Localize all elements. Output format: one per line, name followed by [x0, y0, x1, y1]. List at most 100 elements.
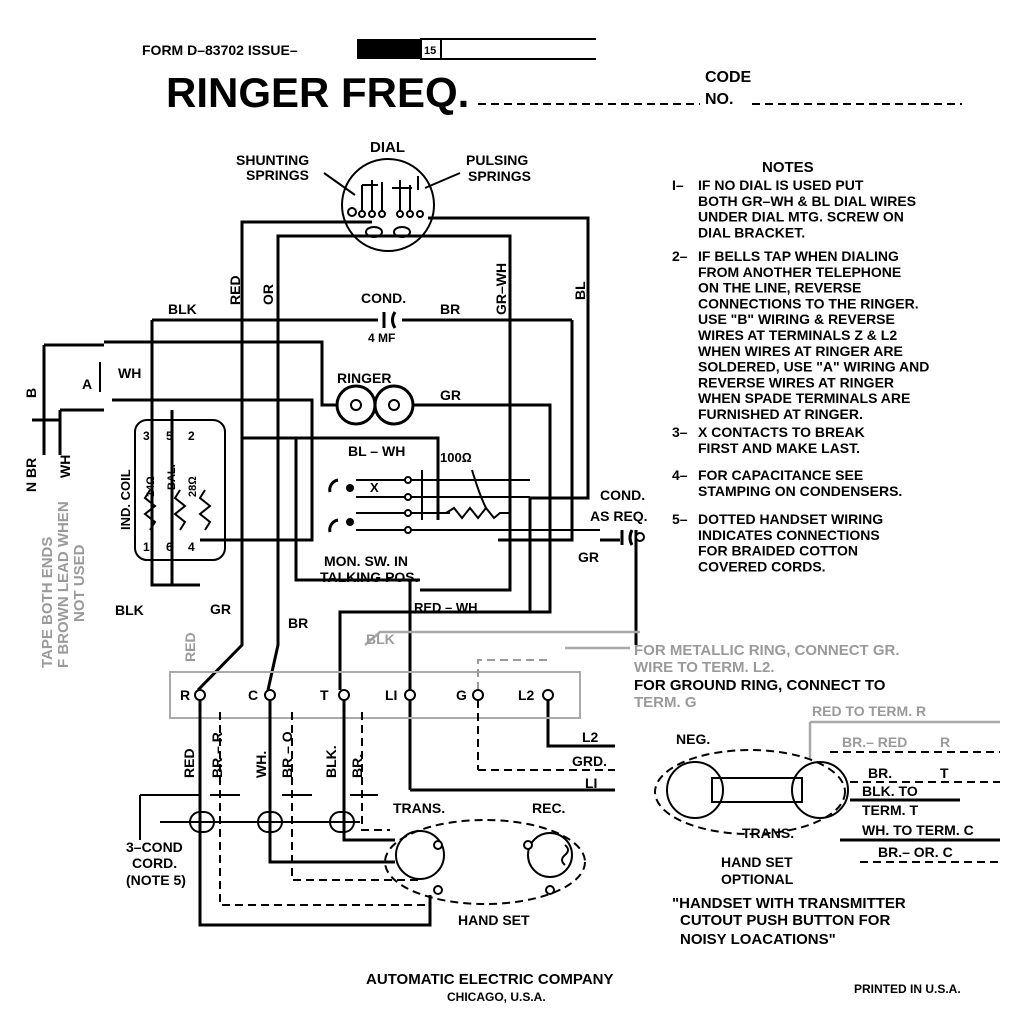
note-number: I– — [672, 177, 684, 193]
terminal-r: R — [180, 687, 190, 703]
note-line: REVERSE WIRES AT RINGER — [698, 374, 894, 390]
shunting-label-2: SPRINGS — [246, 167, 309, 183]
note-line: IF BELLS TAP WHEN DIALING — [698, 248, 899, 264]
dial-label: DIAL — [370, 139, 405, 156]
cond-as-req-2: AS REQ. — [590, 508, 648, 524]
cord-handset: RED BR – R WH. BR – O BLK. BR. 3–COND CO… — [126, 700, 586, 928]
company-city: CHICAGO, U.S.A. — [447, 990, 546, 1004]
opt-br-red-term: R — [940, 734, 950, 750]
label-blk: BLK — [168, 301, 197, 317]
opt-red: RED TO TERM. R — [812, 703, 926, 719]
label-bl-wh: BL – WH — [348, 443, 405, 459]
note-line: DIAL BRACKET. — [698, 224, 805, 240]
x-contact-label: X — [370, 480, 379, 495]
label-blk-left: BLK — [115, 602, 144, 618]
opt-br-red: BR.– RED — [842, 734, 907, 750]
cord-wh: WH. — [253, 751, 269, 778]
main-wiring — [32, 216, 638, 792]
opt-neg: NEG. — [676, 731, 710, 747]
note-line: FROM ANOTHER TELEPHONE — [698, 264, 901, 280]
cond-label: COND. — [361, 290, 406, 306]
left-labels: A WH B N BR WH TAPE BOTH ENDS F BROWN LE… — [23, 365, 395, 668]
pulsing-label-2: SPRINGS — [468, 168, 531, 184]
coil-term-3: 3 — [143, 429, 150, 443]
opt-term-t: TERM. T — [862, 802, 918, 818]
mon-sw-2: TALKING POS. — [320, 569, 419, 585]
cord-note-1: 3–COND — [126, 839, 183, 855]
label-blk-gray: BLK — [366, 631, 395, 647]
mon-sw-1: MON. SW. IN — [324, 553, 408, 569]
monitor-switch: 100Ω X MON. SW. IN TALKING POS. COND. AS… — [320, 450, 648, 585]
condenser-ringer: COND. 4 MF RINGER — [335, 290, 415, 426]
tape-note-1: TAPE BOTH ENDS — [39, 537, 56, 668]
transmitter — [395, 830, 445, 880]
ground-note-1: FOR GROUND RING, CONNECT TO — [634, 677, 886, 694]
form-number: FORM D–83702 ISSUE– — [142, 42, 298, 58]
label-or: OR — [260, 284, 276, 305]
opt-quote-2: CUTOUT PUSH BUTTON FOR — [680, 912, 890, 929]
note-line: ON THE LINE, REVERSE — [698, 280, 861, 296]
line-l2: L2 — [582, 729, 599, 745]
label-red: RED — [227, 275, 243, 305]
opt-label-2: OPTIONAL — [721, 871, 794, 887]
footer: AUTOMATIC ELECTRIC COMPANY CHICAGO, U.S.… — [366, 971, 961, 1004]
cord-note-3: (NOTE 5) — [126, 872, 186, 888]
label-gr-mid: GR — [210, 601, 231, 617]
label-red-gray: RED — [182, 632, 198, 662]
handset-rec: REC. — [532, 800, 565, 816]
note-line: FIRST AND MAKE LAST. — [698, 440, 860, 456]
label-br-mid: BR — [288, 615, 308, 631]
note-number: 5– — [672, 511, 688, 527]
page-title: RINGER FREQ. — [166, 69, 469, 116]
opt-quote-1: "HANDSET WITH TRANSMITTER — [672, 895, 906, 912]
form-header: FORM D–83702 ISSUE– 15 RINGER FREQ. CODE… — [142, 38, 962, 116]
cord-red: RED — [181, 748, 197, 778]
resistor-label: 100Ω — [440, 450, 472, 465]
metallic-note-2: WIRE TO TERM. L2. — [634, 659, 775, 676]
printed-label: PRINTED IN U.S.A. — [854, 982, 961, 996]
handset-trans: TRANS. — [393, 800, 445, 816]
note-line: X CONTACTS TO BREAK — [698, 424, 865, 440]
shunting-label-1: SHUNTING — [236, 152, 309, 168]
label-a: A — [82, 376, 92, 392]
label-wh: WH — [118, 365, 141, 381]
notes-title: NOTES — [762, 159, 814, 176]
coil-term-4: 4 — [188, 540, 195, 554]
ind-coil-label: IND. COIL — [118, 469, 133, 530]
line-labels: L2 GRD. LI — [477, 700, 615, 791]
line-l1: LI — [585, 775, 597, 791]
label-gr-wh: GR–WH — [493, 263, 509, 315]
label-bl: BL — [572, 281, 588, 300]
ringer-label: RINGER — [337, 370, 391, 386]
coil-28: 28Ω — [187, 476, 199, 497]
ringer-bell-right — [373, 384, 415, 426]
ring-notes: FOR METALLIC RING, CONNECT GR. WIRE TO T… — [634, 642, 900, 711]
company-name: AUTOMATIC ELECTRIC COMPANY — [366, 971, 614, 988]
terminal-strip — [169, 671, 581, 719]
label-gr-cond: GR — [578, 549, 599, 565]
terminal-t: T — [320, 687, 329, 703]
handset-label: HAND SET — [458, 912, 530, 928]
note-line: COVERED CORDS. — [698, 558, 826, 574]
note-line: UNDER DIAL MTG. SCREW ON — [698, 209, 904, 225]
issue-box — [420, 38, 442, 60]
label-red-wh: RED – WH — [414, 600, 478, 615]
note-line: USE "B" WIRING & REVERSE — [698, 311, 895, 327]
terminal-g: G — [456, 687, 467, 703]
opt-label-1: HAND SET — [721, 854, 793, 870]
dial-circle — [341, 158, 435, 252]
optional-handset: NEG. TRANS. HAND SET OPTIONAL RED TO TER… — [654, 703, 1000, 948]
cond-as-req-1: COND. — [600, 487, 645, 503]
note-number: 3– — [672, 424, 688, 440]
opt-trans: TRANS. — [742, 825, 794, 841]
note-line: FURNISHED AT RINGER. — [698, 406, 863, 422]
cord-blk: BLK. — [323, 745, 339, 778]
ground-note-2: TERM. G — [634, 694, 697, 711]
coil-term-2: 2 — [188, 429, 195, 443]
terminal-l2: L2 — [518, 687, 535, 703]
cord-note-2: CORD. — [132, 855, 177, 871]
note-line: CONNECTIONS TO THE RINGER. — [698, 295, 919, 311]
terminal-c: C — [248, 687, 258, 703]
